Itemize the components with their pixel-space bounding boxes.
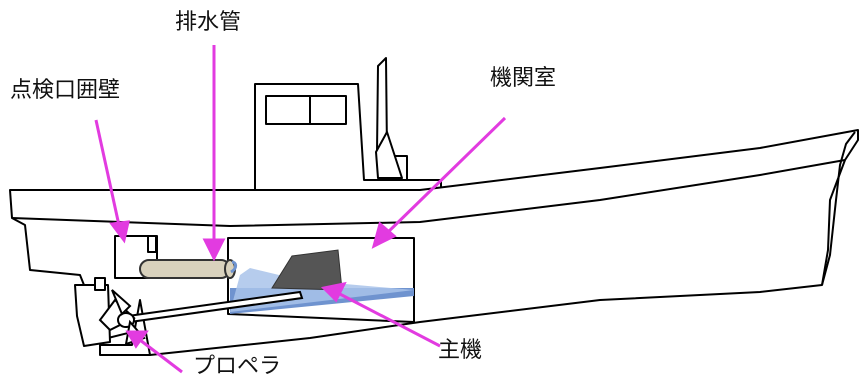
leader-engine-room-arrow	[371, 221, 397, 249]
leader-propeller	[139, 338, 183, 374]
label-inspection-coaming: 点検口囲壁	[10, 78, 121, 103]
deck-line	[11, 159, 846, 227]
label-propeller: プロペラ	[193, 354, 282, 379]
bow-line	[821, 131, 856, 286]
leader-drain-arrow	[202, 238, 226, 262]
main-engine	[271, 249, 343, 291]
coaming-inner	[147, 235, 157, 253]
leader-main-engine	[335, 290, 441, 348]
window-left	[265, 95, 311, 125]
label-drain-pipe: 排水管	[175, 10, 242, 35]
label-engine-room: 機関室	[490, 66, 557, 91]
drain-splash	[230, 260, 238, 274]
leader-main-engine-arrow	[320, 281, 347, 303]
label-main-engine: 主機	[438, 338, 483, 363]
leader-coaming-arrow	[109, 220, 130, 244]
window-right	[309, 95, 347, 125]
leader-engine-room	[382, 116, 507, 238]
vent-stack	[375, 131, 403, 179]
rudder-post	[94, 277, 106, 291]
hull	[9, 129, 859, 356]
leader-propeller-arrow	[125, 330, 149, 349]
leader-coaming	[94, 119, 122, 231]
drain-pipe-shape	[139, 259, 236, 279]
